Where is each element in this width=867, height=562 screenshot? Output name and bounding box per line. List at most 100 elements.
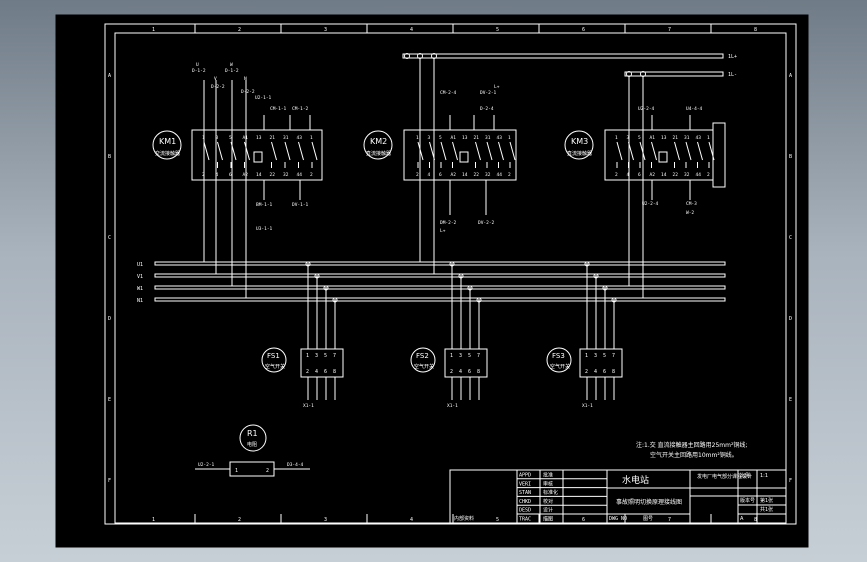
svg-text:X1-1: X1-1 — [582, 403, 593, 409]
contact-bottom-label: 22 — [270, 172, 276, 178]
contact-bottom-label: 4 — [216, 172, 219, 178]
contact-bottom-label: 32 — [684, 172, 690, 178]
drawing-title: 水电站 — [622, 474, 649, 486]
contact-top-label: 1 — [585, 353, 588, 359]
svg-text:DV-1-1: DV-1-1 — [292, 202, 309, 208]
grid-row-label: D — [108, 316, 111, 322]
switch-contact — [697, 141, 703, 161]
component-symbol — [564, 130, 594, 160]
svg-text:U: U — [196, 62, 199, 68]
svg-text:D-1-2: D-1-2 — [192, 68, 206, 74]
grid-col-label: 6 — [582, 517, 585, 523]
component-label: FS2 — [416, 352, 429, 360]
contact-top-label: 5 — [468, 353, 471, 359]
title-row-en: STAN — [519, 490, 531, 496]
svg-text:2: 2 — [266, 468, 269, 474]
project-name: 发电厂电气部分课程设计 — [697, 473, 752, 480]
contact-bottom-label: 2 — [450, 369, 453, 375]
component-label: FS3 — [552, 352, 565, 360]
contact-top-label: 21 — [673, 135, 679, 141]
grid-col-label: 2 — [238, 517, 241, 523]
component-symbol — [546, 347, 572, 373]
grid-row-label: B — [108, 154, 111, 160]
contact-top-label: 43 — [297, 135, 303, 141]
note-line: 注:1.交 直流接触器主回路用25mm²铜线; — [636, 441, 747, 449]
contact-bottom-label: 6 — [638, 172, 641, 178]
svg-text:X1-1: X1-1 — [303, 403, 314, 409]
grid-row-label: F — [108, 478, 111, 484]
contact-top-label: 31 — [485, 135, 491, 141]
contact-top-label: 1 — [310, 135, 313, 141]
switch-contact — [708, 141, 715, 161]
component-label: FS1 — [267, 352, 280, 360]
svg-text:D-1-2: D-1-2 — [225, 68, 239, 74]
contact-top-label: 5 — [603, 353, 606, 359]
switch-contact — [284, 141, 291, 161]
component-symbol — [410, 347, 436, 373]
grid-col-label: 4 — [410, 27, 413, 33]
bus-label: 1L- — [728, 72, 737, 78]
contact-top-label: 1 — [615, 135, 618, 141]
bus-w1 — [154, 285, 726, 290]
component-label: KM1 — [159, 137, 176, 146]
contact-bottom-label: 4 — [627, 172, 630, 178]
resistor-r1[interactable]: R1 电阻 1 2 U2-2-1 D3-4-4 — [195, 424, 310, 477]
contact-bottom-label: 6 — [324, 369, 327, 375]
contact-top-label: 21 — [270, 135, 276, 141]
contactor-box — [191, 129, 323, 181]
contact-bottom-label: 8 — [333, 369, 336, 375]
svg-text:U2-1-1: U2-1-1 — [255, 95, 272, 101]
contact-bottom-label: 2 — [310, 172, 313, 178]
grid-col-label: 5 — [496, 27, 499, 33]
contact-bottom-label: 6 — [229, 172, 232, 178]
contact-bottom-label: 6 — [468, 369, 471, 375]
contact-top-label: 21 — [474, 135, 480, 141]
contact-bottom-label: 2 — [615, 172, 618, 178]
component-desc: 交流接触器 — [155, 150, 180, 157]
title-row-cn: 标准化 — [543, 489, 558, 496]
svg-text:W: W — [230, 62, 233, 68]
svg-text:D-2-2: D-2-2 — [241, 89, 255, 95]
contact-bottom-label: 4 — [315, 369, 318, 375]
contact-bottom-label: 22 — [673, 172, 679, 178]
switch-box — [444, 348, 488, 378]
switch-contact — [475, 141, 481, 161]
contact-top-label: 13 — [462, 135, 468, 141]
contact-bottom-label: 4 — [428, 172, 431, 178]
contact-bottom-label: 4 — [459, 369, 462, 375]
grid-col-label: 3 — [324, 517, 327, 523]
contact-bottom-label: A2 — [243, 172, 249, 178]
dc-bus-negative: 1L- — [624, 71, 737, 78]
contact-top-label: A1 — [451, 135, 457, 141]
title-row-en: CHKD — [519, 499, 531, 505]
svg-text:CM-3: CM-3 — [686, 201, 697, 207]
grid-col-label: 5 — [496, 517, 499, 523]
title-row-en: APPD — [519, 473, 531, 479]
contact-bottom-label: A2 — [451, 172, 457, 178]
contact-top-label: 3 — [428, 135, 431, 141]
contact-bottom-label: 32 — [485, 172, 491, 178]
contact-top-label: 3 — [315, 353, 318, 359]
coil — [459, 151, 469, 163]
bus-u1 — [154, 261, 726, 266]
title-row-en: TRAC — [519, 517, 531, 523]
grid-col-label: 4 — [410, 517, 413, 523]
bus-label: N1 — [137, 298, 143, 304]
contact-bottom-label: 8 — [477, 369, 480, 375]
switch-contact — [271, 141, 277, 161]
ac-bus-group: U1 V1 W1 N1 — [137, 261, 726, 304]
contact-bottom-label: 44 — [297, 172, 303, 178]
outer-border — [104, 23, 797, 525]
dc-bus-positive: 1L+ — [402, 53, 737, 60]
svg-text:U4-4-4: U4-4-4 — [686, 106, 703, 112]
